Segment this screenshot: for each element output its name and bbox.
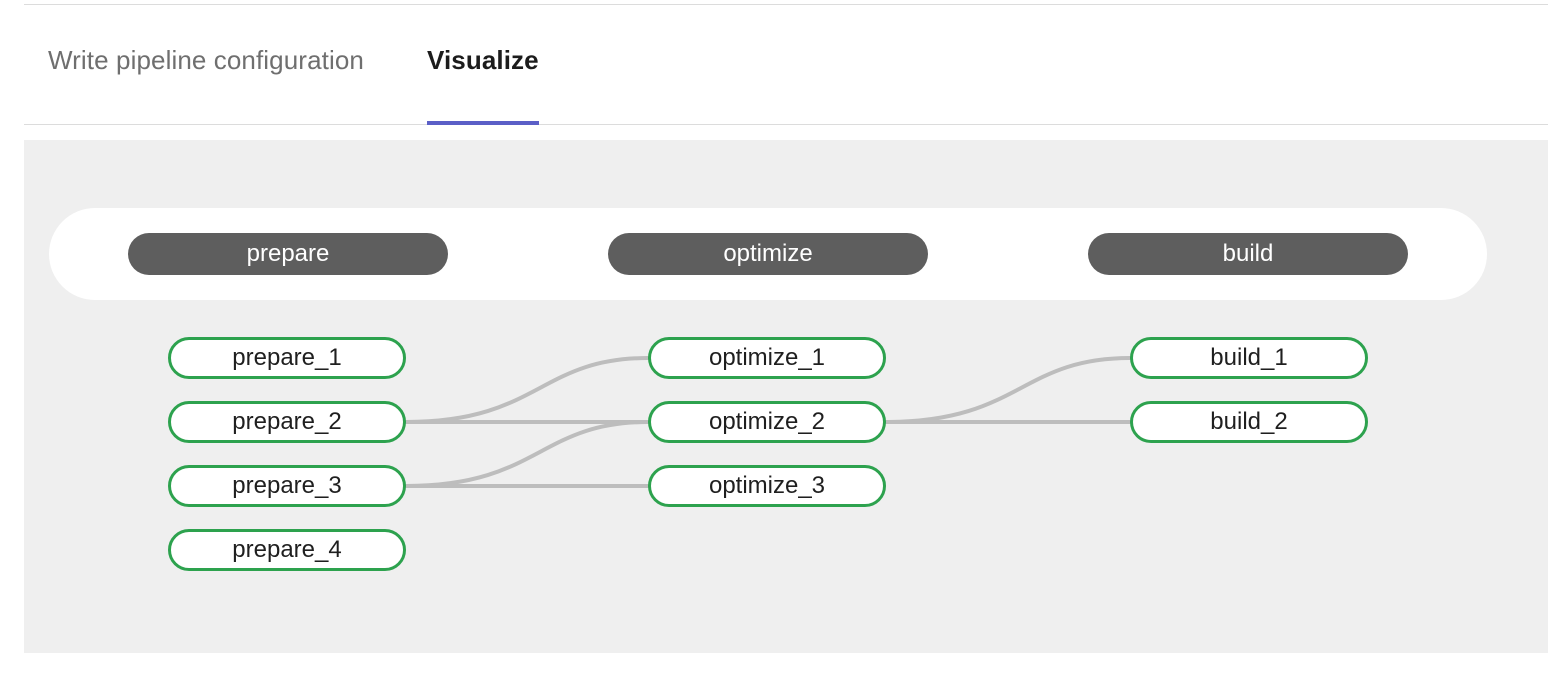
job-node-label: optimize_3	[708, 472, 826, 499]
job-node-label: prepare_4	[232, 536, 342, 563]
stage-pill-label: prepare	[246, 240, 330, 267]
job-node-optimize_3[interactable]: optimize_3	[648, 465, 886, 507]
stage-pill-prepare[interactable]: prepare	[128, 233, 448, 275]
stage-pill-label: build	[1222, 240, 1274, 267]
job-node-label: optimize_1	[708, 344, 826, 371]
top-divider	[24, 4, 1548, 5]
stage-pill-build[interactable]: build	[1088, 233, 1408, 275]
job-node-prepare_4[interactable]: prepare_4	[168, 529, 406, 571]
edge-prepare_2-to-optimize_1	[404, 356, 650, 424]
job-node-label: optimize_2	[708, 408, 826, 435]
job-node-label: build_1	[1210, 344, 1288, 371]
tab-visualize[interactable]: Visualize	[427, 45, 539, 125]
job-node-label: build_2	[1210, 408, 1288, 435]
job-node-optimize_1[interactable]: optimize_1	[648, 337, 886, 379]
tab-write-pipeline-configuration-label: Write pipeline configuration	[48, 45, 364, 75]
edge-prepare_3-to-optimize_2	[404, 420, 650, 488]
job-node-prepare_2[interactable]: prepare_2	[168, 401, 406, 443]
tab-visualize-label: Visualize	[427, 45, 539, 75]
job-node-label: prepare_2	[232, 408, 342, 435]
job-node-label: prepare_3	[232, 472, 342, 499]
job-node-prepare_1[interactable]: prepare_1	[168, 337, 406, 379]
stage-pill-label: optimize	[723, 240, 813, 267]
stage-pill-optimize[interactable]: optimize	[608, 233, 928, 275]
job-node-optimize_2[interactable]: optimize_2	[648, 401, 886, 443]
active-tab-underline	[427, 121, 539, 125]
job-node-label: prepare_1	[232, 344, 342, 371]
tab-bar: Write pipeline configuration Visualize	[24, 5, 1548, 125]
edge-optimize_2-to-build_1	[884, 356, 1132, 424]
tab-write-pipeline-configuration[interactable]: Write pipeline configuration	[48, 45, 364, 125]
job-node-prepare_3[interactable]: prepare_3	[168, 465, 406, 507]
job-node-build_2[interactable]: build_2	[1130, 401, 1368, 443]
job-node-build_1[interactable]: build_1	[1130, 337, 1368, 379]
